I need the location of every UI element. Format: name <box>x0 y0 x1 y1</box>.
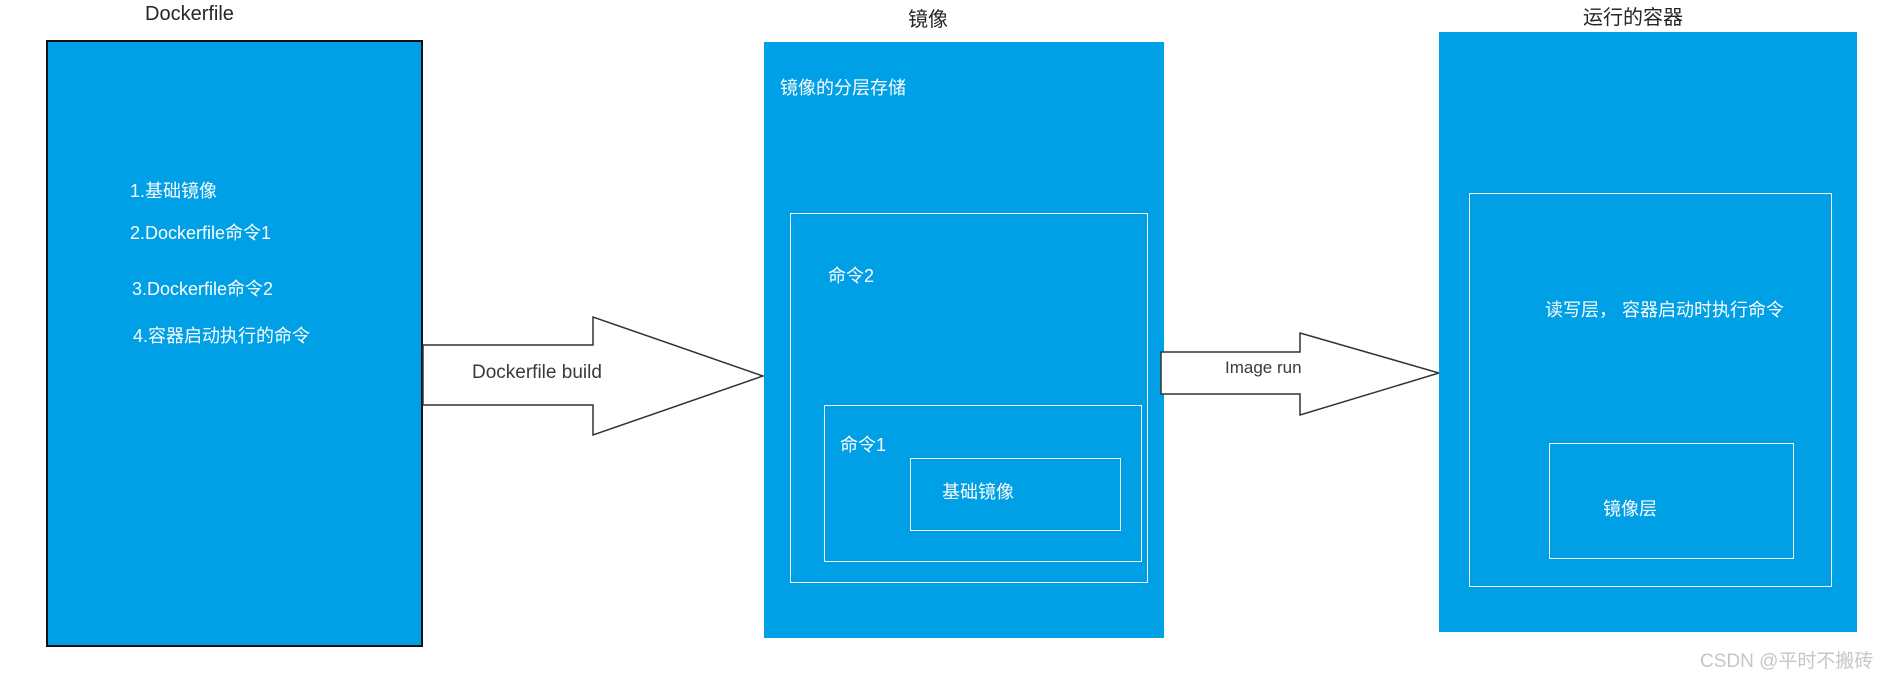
command2-layer-box: 命令2 命令1 基础镜像 <box>790 213 1148 583</box>
image-layer-label: 镜像层 <box>1603 499 1657 519</box>
dockerfile-item-command1: 2.Dockerfile命令1 <box>130 223 272 243</box>
command1-layer-box: 命令1 基础镜像 <box>824 405 1142 562</box>
run-arrow-icon <box>1160 332 1442 417</box>
image-layer-box: 镜像层 <box>1549 443 1794 559</box>
image-storage-label: 镜像的分层存储 <box>780 78 906 98</box>
image-title: 镜像 <box>908 9 948 31</box>
container-title: 运行的容器 <box>1583 7 1683 29</box>
dockerfile-box: 1.基础镜像 2.Dockerfile命令1 3.Dockerfile命令2 4… <box>46 40 423 647</box>
run-arrow-label: Image run <box>1225 358 1302 377</box>
image-box: 镜像的分层存储 命令2 命令1 基础镜像 <box>764 42 1164 638</box>
readwrite-layer-label: 读写层， 容器启动时执行命令 <box>1545 300 1784 320</box>
readwrite-layer-box: 读写层， 容器启动时执行命令 镜像层 <box>1469 193 1832 587</box>
csdn-watermark: CSDN @平时不搬砖 <box>1700 651 1874 672</box>
dockerfile-title: Dockerfile <box>145 3 234 25</box>
build-arrow-icon <box>422 315 766 437</box>
build-arrow-label: Dockerfile build <box>472 362 602 383</box>
command1-layer-label: 命令1 <box>840 435 887 455</box>
dockerfile-item-command2: 3.Dockerfile命令2 <box>132 279 274 299</box>
base-image-layer-label: 基础镜像 <box>942 482 1014 502</box>
dockerfile-item-startup-command: 4.容器启动执行的命令 <box>133 326 311 346</box>
command2-layer-label: 命令2 <box>828 266 875 286</box>
running-container-box: 读写层， 容器启动时执行命令 镜像层 <box>1439 32 1857 632</box>
base-image-layer-box: 基础镜像 <box>910 458 1121 531</box>
dockerfile-item-base-image: 1.基础镜像 <box>130 181 218 201</box>
